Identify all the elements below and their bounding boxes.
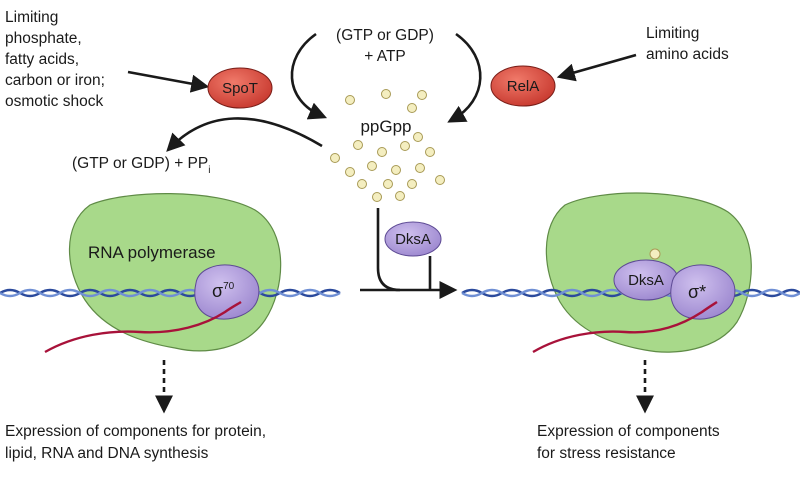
rela-synthesis-arrow <box>447 32 482 123</box>
left-outcome-line: Expression of components for protein, <box>5 423 266 440</box>
ppgpp-dot <box>353 140 363 150</box>
left-outcome-text: Expression of components for protein, li… <box>5 423 266 462</box>
stress-left-line: carbon or iron; <box>5 72 105 89</box>
right-outcome-line: Expression of components <box>537 423 720 440</box>
ppgpp-dot <box>413 132 423 142</box>
stress-left-text: Limiting phosphate, fatty acids, carbon … <box>5 9 105 110</box>
spot-hydrolysis-arrow <box>166 117 323 152</box>
stress-left-line: fatty acids, <box>5 51 79 68</box>
ppgpp-dot <box>383 179 393 189</box>
hydrolysis-products-label: (GTP or GDP) + PPi <box>72 155 210 176</box>
sigma70-factor <box>194 264 260 320</box>
right-outcome-line: for stress resistance <box>537 445 676 462</box>
ppgpp-molecules <box>330 89 445 202</box>
stress-right-line: amino acids <box>646 46 729 63</box>
right-polymerase-complex: DksA σ* <box>461 192 800 354</box>
dna-strand <box>0 288 341 298</box>
ppgpp-dot <box>381 89 391 99</box>
rela-label: RelA <box>507 78 540 95</box>
ppgpp-dot <box>415 163 425 173</box>
bound-ppgpp-dot <box>649 248 661 260</box>
substrates-line2: + ATP <box>364 48 406 65</box>
dksa-label: DksA <box>395 231 431 248</box>
sigma-star-factor <box>670 264 736 320</box>
ppgpp-dot <box>395 191 405 201</box>
ppgpp-dot <box>367 161 377 171</box>
dksa-bound-label: DksA <box>628 272 664 289</box>
stress-right-text: Limiting amino acids <box>646 25 729 63</box>
stress-to-spot-arrow <box>127 70 210 93</box>
rna-transcript <box>44 300 242 354</box>
ppgpp-label: ppGpp <box>360 117 411 136</box>
left-polymerase-complex: RNA polymerase σ70 <box>0 193 341 354</box>
spot-enzyme: SpoT <box>207 67 273 109</box>
sigma70-label: σ70 <box>212 281 235 301</box>
left-outcome-line: lipid, RNA and DNA synthesis <box>5 445 209 462</box>
ppgpp-dot <box>425 147 435 157</box>
rna-transcript <box>532 301 718 354</box>
ppgpp-dot <box>345 167 355 177</box>
ppgpp-dot <box>330 153 340 163</box>
reaction-arrows <box>127 32 637 152</box>
rela-enzyme: RelA <box>490 65 556 107</box>
ppgpp-dot <box>391 165 401 175</box>
dksa-center: DksA <box>384 221 442 257</box>
stress-right-line: Limiting <box>646 25 699 42</box>
right-outcome-text: Expression of components for stress resi… <box>537 423 720 462</box>
stress-left-line: osmotic shock <box>5 93 103 110</box>
ppgpp-dot <box>417 90 427 100</box>
ppgpp-dot <box>407 103 417 113</box>
ppgpp-dot <box>377 147 387 157</box>
ppgpp-dot <box>345 95 355 105</box>
substrates-line1: (GTP or GDP) <box>336 27 434 44</box>
ppgpp-dot <box>435 175 445 185</box>
rna-polymerase-label: RNA polymerase <box>88 243 216 262</box>
stress-left-line: Limiting <box>5 9 58 26</box>
regulation-arrow <box>360 208 458 300</box>
dna-strand <box>0 288 341 298</box>
stress-to-rela-arrow <box>556 53 637 82</box>
spot-label: SpoT <box>222 80 258 97</box>
ppgpp-dot <box>400 141 410 151</box>
spot-synthesis-arrow <box>290 32 328 120</box>
ppgpp-dot <box>372 192 382 202</box>
stress-left-line: phosphate, <box>5 30 82 47</box>
ppgpp-dot <box>357 179 367 189</box>
sigma-star-label: σ* <box>688 282 706 302</box>
ppgpp-dot <box>407 179 417 189</box>
